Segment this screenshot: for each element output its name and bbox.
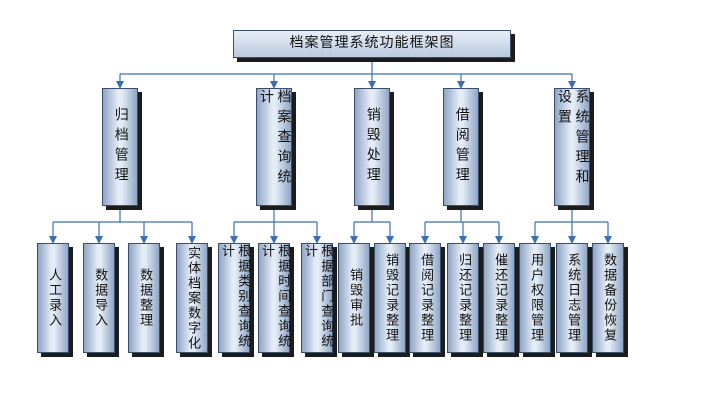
module-destruction: 销毁处理 <box>354 88 390 206</box>
module-archiving: 归档管理 <box>102 88 138 206</box>
module-system-settings-label: 系统管理和设置 <box>556 89 590 189</box>
item-destruction-approval-label: 销毁审批 <box>347 268 363 328</box>
diagram-title: 档案管理系统功能框架图 <box>289 35 455 52</box>
item-physical-digitize-label: 实体档案数字化 <box>185 245 201 351</box>
module-destruction-label: 销毁处理 <box>364 107 381 187</box>
module-borrowing-label: 借阅管理 <box>453 107 470 187</box>
item-data-backup: 数据备份恢复 <box>592 243 624 353</box>
item-query-by-time: 根据时间查询统计 <box>258 243 290 353</box>
module-borrowing: 借阅管理 <box>443 88 479 206</box>
item-reminder-records-label: 催还记录整理 <box>492 253 508 343</box>
module-query-statistics: 档案查询统计 <box>256 88 292 206</box>
item-borrow-records: 借阅记录整理 <box>409 243 441 353</box>
item-manual-entry: 人工录入 <box>37 243 69 353</box>
item-destruction-approval: 销毁审批 <box>338 243 370 353</box>
item-destruction-records: 销毁记录整理 <box>374 243 406 353</box>
diagram-title-box: 档案管理系统功能框架图 <box>233 30 511 58</box>
item-data-organize: 数据整理 <box>128 243 160 353</box>
item-query-by-department-label: 根据部门查询统计 <box>302 244 334 349</box>
module-query-statistics-label: 档案查询统计 <box>258 89 292 189</box>
item-query-by-category-label: 根据类别查询统计 <box>219 244 251 349</box>
item-user-permissions: 用户权限管理 <box>519 243 551 353</box>
item-data-import: 数据导入 <box>83 243 115 353</box>
item-query-by-time-label: 根据时间查询统计 <box>259 244 291 349</box>
item-query-by-department: 根据部门查询统计 <box>301 243 333 353</box>
item-data-organize-label: 数据整理 <box>137 268 153 328</box>
item-physical-digitize: 实体档案数字化 <box>176 243 208 353</box>
item-reminder-records: 催还记录整理 <box>483 243 515 353</box>
item-data-import-label: 数据导入 <box>92 268 108 328</box>
item-borrow-records-label: 借阅记录整理 <box>418 253 434 343</box>
item-query-by-category: 根据类别查询统计 <box>218 243 250 353</box>
item-user-permissions-label: 用户权限管理 <box>528 253 544 343</box>
item-return-records: 归还记录整理 <box>447 243 479 353</box>
item-destruction-records-label: 销毁记录整理 <box>383 253 399 343</box>
item-system-log: 系统日志管理 <box>556 243 588 353</box>
item-system-log-label: 系统日志管理 <box>565 253 581 343</box>
item-data-backup-label: 数据备份恢复 <box>601 253 617 343</box>
item-manual-entry-label: 人工录入 <box>46 268 62 328</box>
item-return-records-label: 归还记录整理 <box>456 253 472 343</box>
module-system-settings: 系统管理和设置 <box>554 88 590 206</box>
module-archiving-label: 归档管理 <box>112 107 129 187</box>
